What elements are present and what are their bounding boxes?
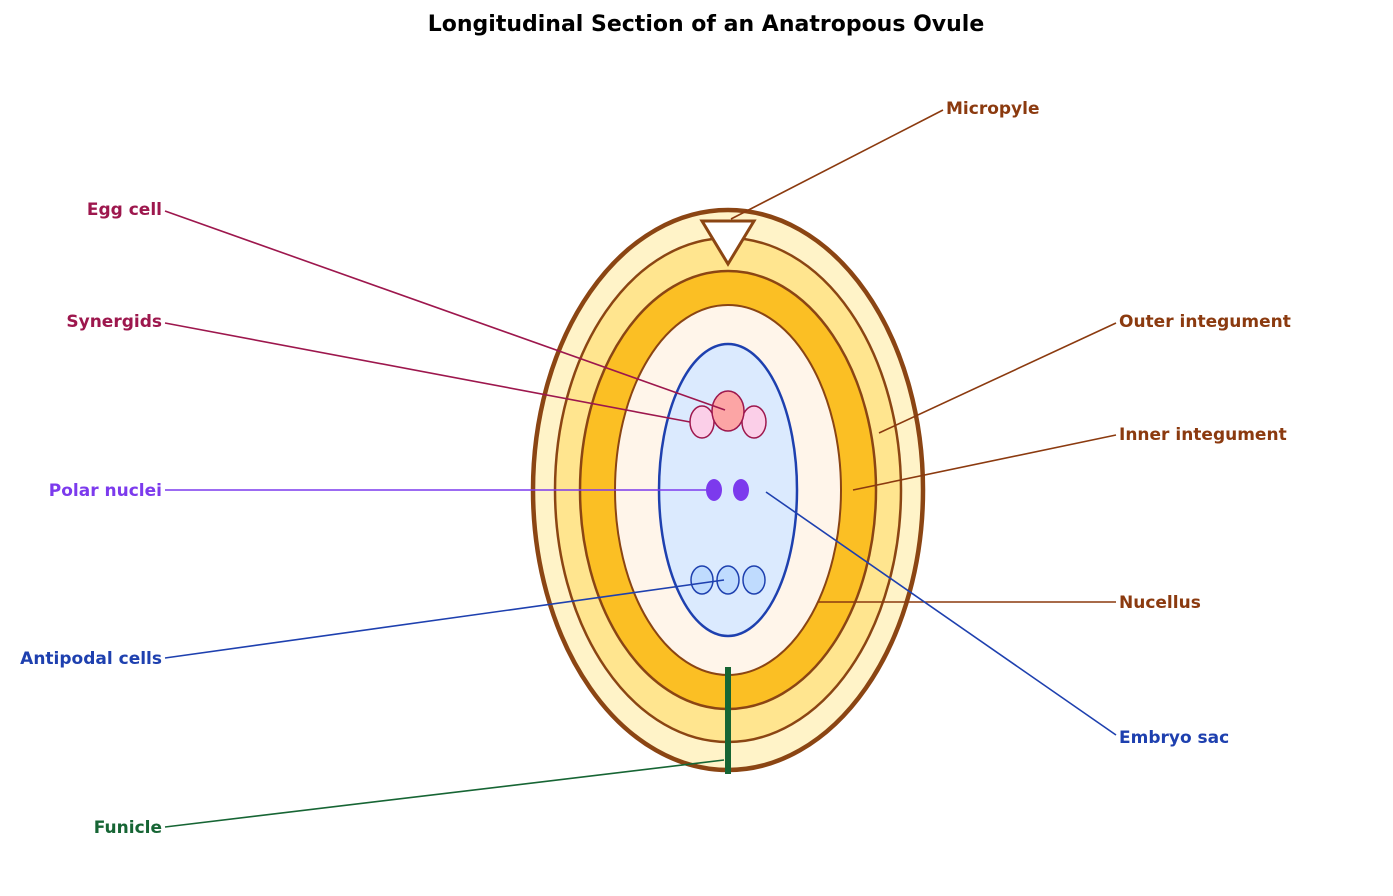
- leader-micropyle: [730, 109, 944, 220]
- leader-outer-integument: [878, 322, 1117, 434]
- polar-nucleus-right: [733, 479, 749, 501]
- antipodal-cell-3: [742, 565, 766, 595]
- polar-nucleus-left: [706, 479, 722, 501]
- leader-synergids: [164, 322, 691, 423]
- label-embryo-sac: Embryo sac: [1119, 728, 1229, 748]
- synergid-left: [689, 405, 715, 439]
- synergid-right: [741, 405, 767, 439]
- leader-egg-cell: [164, 210, 726, 411]
- label-nucellus: Nucellus: [1119, 593, 1201, 613]
- leader-funicle: [164, 759, 725, 828]
- label-synergids: Synergids: [66, 312, 162, 332]
- antipodal-cell-1: [690, 565, 714, 595]
- micropyle-opening: [699, 219, 757, 267]
- label-egg-cell: Egg cell: [87, 200, 162, 220]
- leader-inner-integument: [852, 434, 1117, 491]
- label-polar-nuclei: Polar nuclei: [49, 481, 162, 501]
- label-antipodal-cells: Antipodal cells: [20, 649, 162, 669]
- label-funicle: Funicle: [94, 818, 162, 838]
- label-outer-integument: Outer integument: [1119, 312, 1291, 332]
- label-micropyle: Micropyle: [946, 99, 1040, 119]
- egg-cell: [711, 390, 745, 432]
- label-inner-integument: Inner integument: [1119, 425, 1287, 445]
- diagram-title: Longitudinal Section of an Anatropous Ov…: [428, 12, 985, 37]
- leader-embryo-sac: [765, 491, 1117, 736]
- antipodal-cell-2: [716, 565, 740, 595]
- labels: Micropyle Egg cell Synergids Outer integ…: [20, 99, 1291, 838]
- ovule: [530, 207, 926, 774]
- leader-lines: [164, 109, 1117, 828]
- leader-antipodal-cells: [164, 579, 725, 659]
